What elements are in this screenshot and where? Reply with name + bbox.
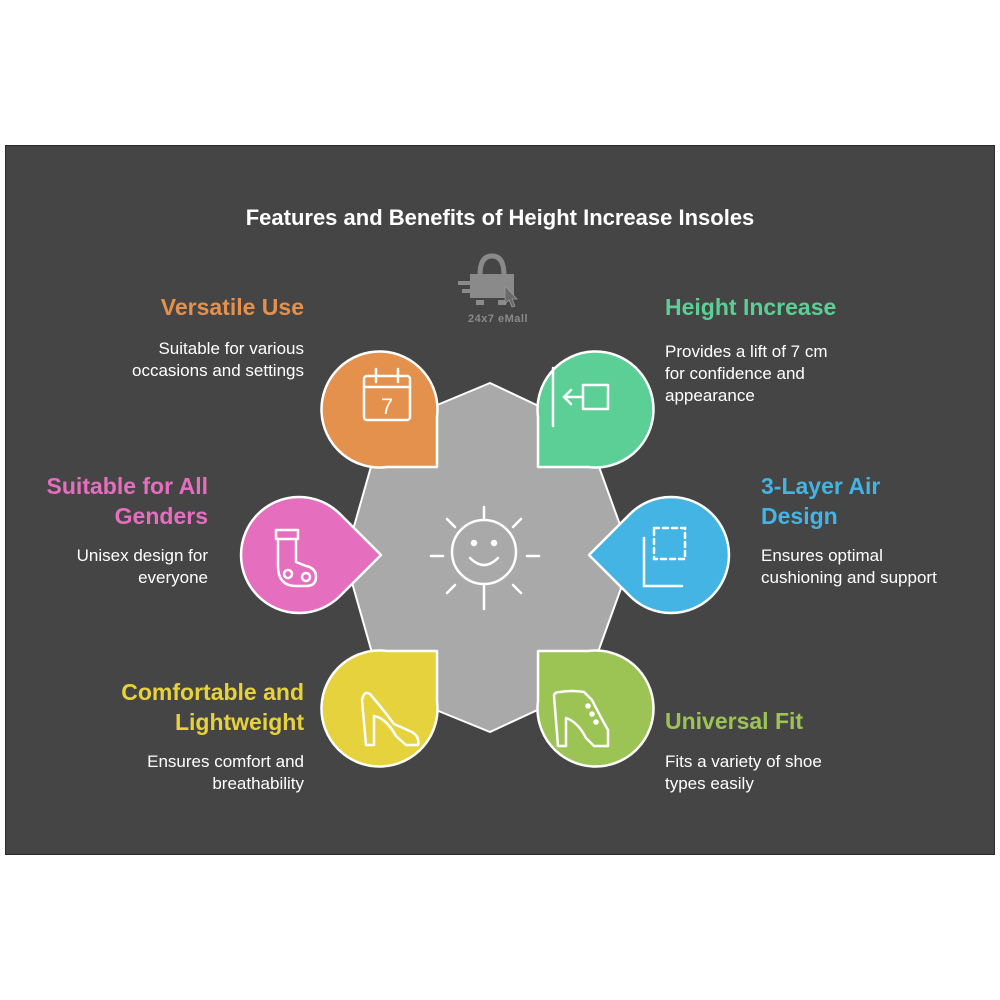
high-heel-boot-icon [552,689,610,748]
feature-title-universal-fit: Universal Fit [665,708,804,734]
feature-title-comfortable-and-lightweight: Comfortable and Lightweight [121,679,304,735]
feature-desc-3-layer-air-design: Ensures optimal cushioning and support [761,546,937,587]
feature-badge-versatile-use: 7 [320,350,439,469]
calendar-icon [362,367,412,422]
feature-badge-height-increase [536,350,655,469]
calendar-icon-number: 7 [381,394,393,419]
page-title: Features and Benefits of Height Increase… [245,205,755,230]
feature-desc-suitable-for-all-genders: Unisex design for everyone [76,546,208,587]
feature-title-suitable-for-all-genders: Suitable for All Genders [46,473,208,529]
arrow-to-square-icon [551,366,610,428]
smiling-sun-icon [429,505,541,611]
feature-badge-universal-fit [536,649,655,768]
feature-desc-height-increase: Provides a lift of 7 cm for confidence a… [665,342,828,405]
feature-title-3-layer-air-design: 3-Layer Air Design [761,473,881,529]
feature-title-height-increase: Height Increase [665,294,837,320]
feature-desc-comfortable-and-lightweight: Ensures comfort and breathability [147,752,304,793]
feature-desc-versatile-use: Suitable for various occasions and setti… [132,339,304,380]
feature-badge-3-layer-air-design [587,495,731,615]
layered-squares-icon [642,526,687,588]
feature-title-versatile-use: Versatile Use [160,294,304,320]
feature-badge-comfortable-and-lightweight [320,649,439,768]
logo-wordmark: 24x7 eMall [467,313,529,325]
feature-desc-universal-fit: Fits a variety of shoe types easily [665,752,822,793]
shopping-basket-cursor-icon [458,253,518,308]
high-heel-icon [360,691,420,747]
sock-icon [274,528,318,588]
feature-badge-suitable-for-all-genders [239,495,383,615]
